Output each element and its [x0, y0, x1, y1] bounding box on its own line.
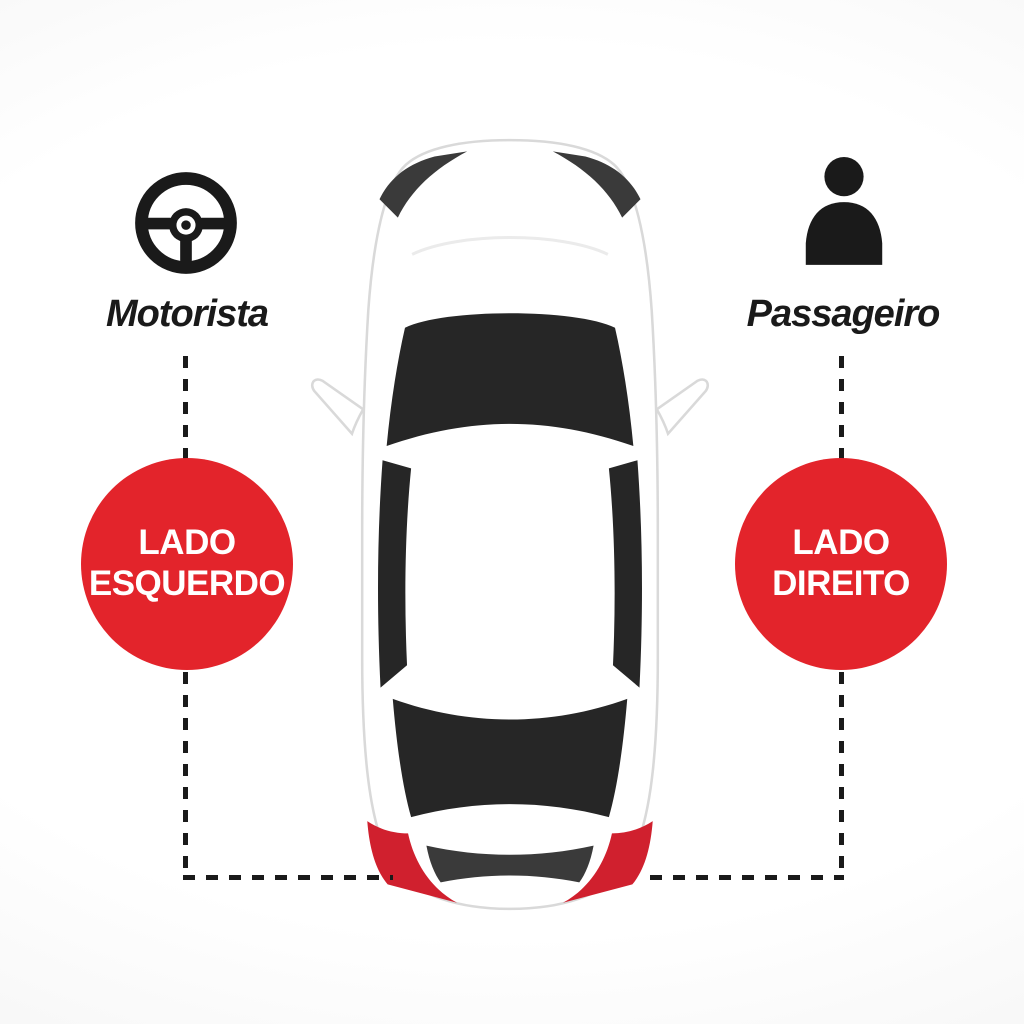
- car-windshield: [386, 313, 634, 446]
- car-left-headlight: [379, 151, 468, 218]
- driver-dashed-line-bottom: [183, 672, 188, 878]
- car-right-mirror: [655, 378, 710, 437]
- car-top-view: [300, 132, 720, 917]
- car-right-headlight: [552, 151, 641, 218]
- driver-label: Motorista: [106, 293, 269, 335]
- car-trunk-strip: [426, 845, 594, 883]
- car-left-mirror: [310, 378, 365, 437]
- car-rear-window: [392, 698, 628, 818]
- steering-wheel-icon: [133, 170, 239, 276]
- driver-dashed-line-top: [183, 356, 188, 460]
- passenger-dashed-line-top: [839, 356, 844, 460]
- right-side-badge-line1: LADO: [792, 523, 890, 563]
- car-left-taillight: [367, 821, 457, 903]
- car-right-taillight: [563, 821, 653, 903]
- left-side-badge-line2: ESQUERDO: [88, 564, 286, 603]
- right-side-badge-line2: DIREITO: [772, 564, 910, 603]
- passenger-label: Passageiro: [746, 293, 941, 335]
- passenger-icon: [795, 152, 893, 266]
- passenger-dashed-line-bottom: [839, 672, 844, 878]
- driver-dashed-line-horizontal: [183, 875, 393, 880]
- car-right-side-window: [608, 460, 642, 688]
- right-side-badge: LADO DIREITO: [735, 458, 947, 670]
- car-illustration: [310, 138, 710, 911]
- car-left-side-window: [378, 460, 412, 688]
- left-side-badge-line1: LADO: [138, 523, 236, 563]
- left-side-badge: LADO ESQUERDO: [81, 458, 293, 670]
- car-hood-line: [411, 236, 609, 256]
- passenger-dashed-line-horizontal: [650, 875, 844, 880]
